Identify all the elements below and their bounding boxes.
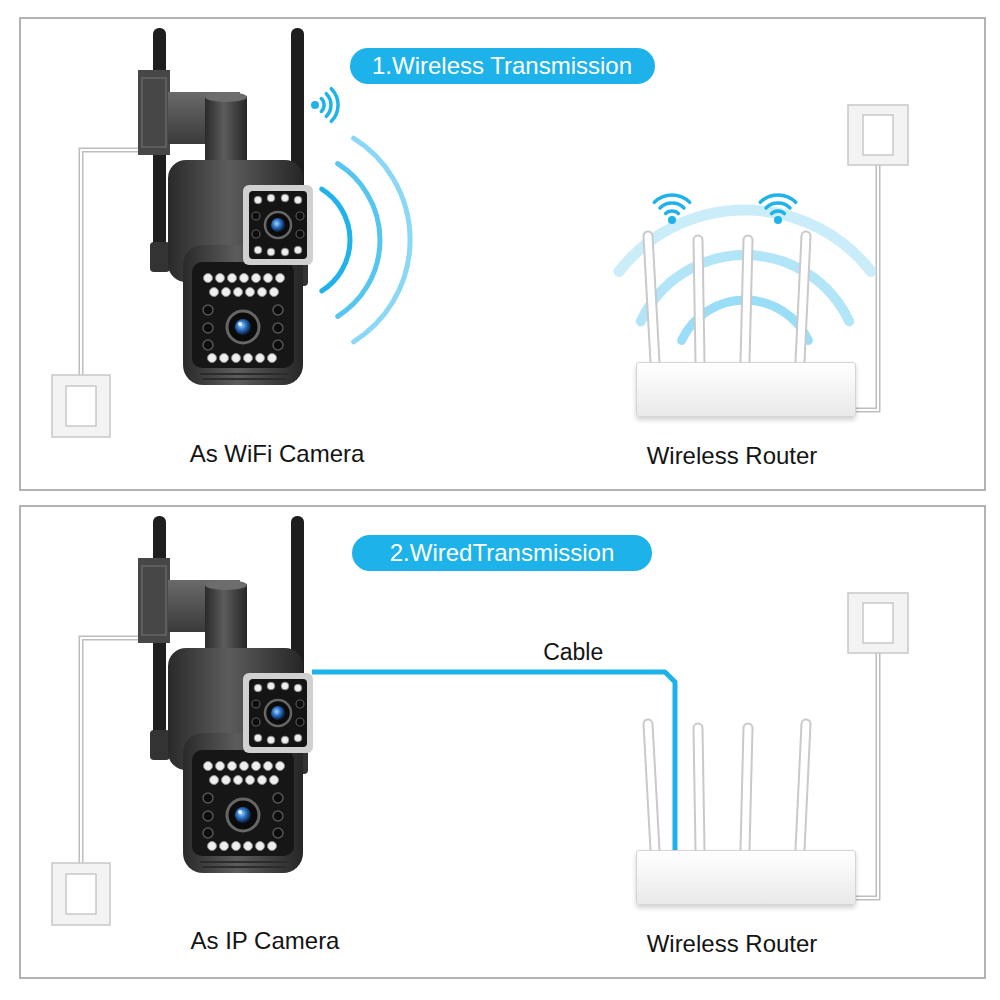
device-caption: As WiFi Camera: [190, 440, 365, 469]
wifi-waves: [311, 89, 871, 342]
camera-device: As IP Camera: [165, 648, 312, 873]
camera-illustration: [138, 516, 313, 873]
camera-device: As WiFi Camera: [165, 160, 312, 385]
router-antennas: [648, 724, 806, 850]
cable-line: [312, 672, 675, 850]
device-caption-box: As WiFi Camera: [190, 440, 365, 469]
panel: [20, 506, 985, 978]
camera-illustration: [138, 28, 313, 385]
section-title: 1.Wireless Transmission: [372, 52, 632, 81]
panel: [20, 18, 985, 490]
device-caption-box: Wireless Router: [647, 442, 818, 471]
router-device: Wireless Router: [636, 362, 856, 417]
edge-label: Cable: [539, 639, 607, 667]
device-caption: As IP Camera: [191, 927, 340, 956]
router-device: Wireless Router: [636, 850, 856, 905]
device-caption: Wireless Router: [647, 930, 818, 959]
device-caption: Wireless Router: [647, 442, 818, 471]
device-caption-box: Wireless Router: [647, 930, 818, 959]
title-pill: 1.Wireless Transmission: [350, 48, 655, 84]
device-caption-box: As IP Camera: [191, 927, 340, 956]
router-antennas: [648, 236, 806, 362]
section-title: 2.WiredTransmission: [390, 539, 615, 568]
title-pill: 2.WiredTransmission: [352, 535, 652, 571]
